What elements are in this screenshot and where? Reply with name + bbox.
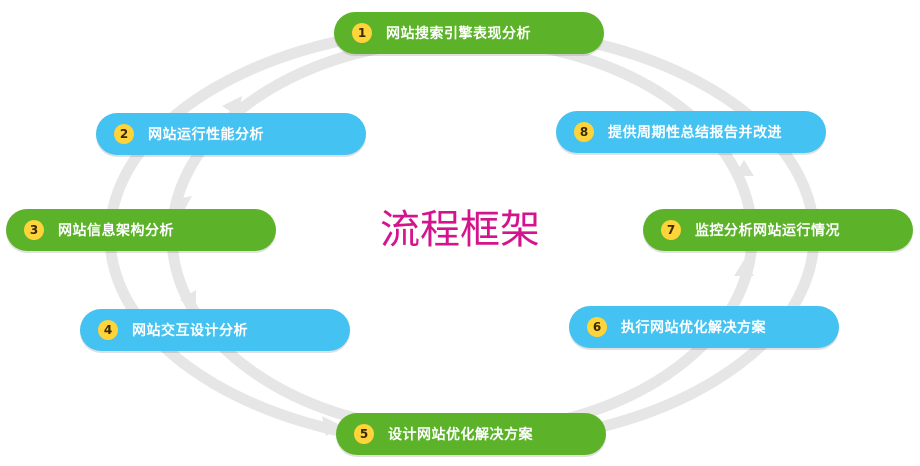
step-4-pill: 4 网站交互设计分析 — [80, 309, 350, 351]
step-1-label: 网站搜索引擎表现分析 — [386, 26, 531, 42]
step-3-number-badge: 3 — [24, 220, 44, 240]
step-5-number-badge: 5 — [354, 424, 374, 444]
cycle-arrow-bottom — [322, 416, 342, 436]
step-2-label: 网站运行性能分析 — [148, 127, 264, 143]
diagram-title: 流程框架 — [380, 207, 540, 253]
step-6-number-badge: 6 — [587, 317, 607, 337]
step-6-label: 执行网站优化解决方案 — [621, 320, 766, 336]
step-7-label: 监控分析网站运行情况 — [695, 223, 840, 239]
step-4-label: 网站交互设计分析 — [132, 323, 248, 339]
step-2-number-badge: 2 — [114, 124, 134, 144]
step-6-pill: 6 执行网站优化解决方案 — [569, 306, 839, 348]
cycle-arrow-left-mid — [172, 196, 192, 214]
step-2-pill: 2 网站运行性能分析 — [96, 113, 366, 155]
step-8-label: 提供周期性总结报告并改进 — [608, 125, 782, 141]
cycle-arrow-left-upper — [222, 96, 242, 116]
cycle-arrow-right-upper — [734, 160, 754, 176]
step-5-label: 设计网站优化解决方案 — [388, 427, 533, 443]
cycle-arrow-right-lower — [734, 260, 754, 276]
step-8-pill: 8 提供周期性总结报告并改进 — [556, 111, 826, 153]
step-5-pill: 5 设计网站优化解决方案 — [336, 413, 606, 455]
step-3-label: 网站信息架构分析 — [58, 223, 174, 239]
step-7-pill: 7 监控分析网站运行情况 — [643, 209, 913, 251]
cycle-arrow-left-lower — [180, 290, 196, 310]
step-1-number-badge: 1 — [352, 23, 372, 43]
step-4-number-badge: 4 — [98, 320, 118, 340]
step-8-number-badge: 8 — [574, 122, 594, 142]
step-3-pill: 3 网站信息架构分析 — [6, 209, 276, 251]
step-7-number-badge: 7 — [661, 220, 681, 240]
step-1-pill: 1 网站搜索引擎表现分析 — [334, 12, 604, 54]
